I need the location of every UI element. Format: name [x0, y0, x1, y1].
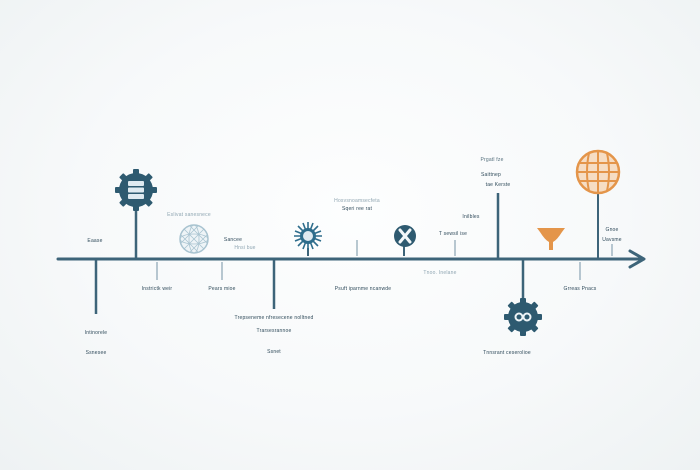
- label-tick-end: Grreas Pnacs: [563, 286, 597, 292]
- label-stem-2-b: Trarsesrannoe: [256, 328, 292, 334]
- label-stem-1-a: Intinorele: [84, 330, 108, 336]
- label-mesh-right-2: Hnsi bue: [234, 245, 256, 251]
- label-globe-right-b: Uavsme: [602, 237, 622, 243]
- label-stem-1-b: Ssnesee: [85, 350, 107, 356]
- label-stem-2-a: Trepseneme nfresecene nolltned: [234, 315, 314, 321]
- globe-icon: [575, 149, 621, 195]
- arrow-head-icon: [628, 249, 646, 269]
- scissors-circle-icon: [394, 225, 416, 247]
- label-scissors-right: T sewsil ise: [438, 231, 468, 237]
- label-mid-top-2: Sqeri ree rat: [341, 206, 373, 212]
- server-gear-icon: [115, 169, 157, 211]
- label-stem-2-c: Ssnet: [267, 349, 281, 355]
- funnel-cup-icon: [537, 228, 565, 250]
- mesh-sphere-icon: [179, 224, 209, 254]
- gear-badge-icon: [504, 298, 542, 336]
- label-mesh-top: Eslivat sanesnece: [167, 212, 211, 218]
- spiky-sun-icon: [294, 222, 322, 250]
- label-inilbles: Inilbles: [462, 214, 480, 220]
- label-mesh-right: Sancee: [223, 237, 243, 243]
- label-stem-up-2-a: Prgatl fze: [480, 157, 504, 163]
- label-globe-right-a: Gnoe: [605, 227, 619, 233]
- label-stem-up-2-b: Saittnep: [481, 172, 501, 178]
- label-mid-top-1: Hosvsnoamsecfeta: [334, 198, 380, 204]
- label-eaase: Eaase: [87, 238, 103, 244]
- label-tick-1: Instrictk weir: [141, 286, 173, 292]
- label-mid-below: Psuft iparnme ncanwde: [334, 286, 392, 292]
- label-stem-up-2-c: tae Kerste: [485, 182, 511, 188]
- label-gear-below: Tnnsrant ceserolioe: [483, 350, 531, 356]
- label-axis-note: Tnoo. Inelane: [423, 270, 457, 276]
- label-tick-2: Pears mioe: [208, 286, 236, 292]
